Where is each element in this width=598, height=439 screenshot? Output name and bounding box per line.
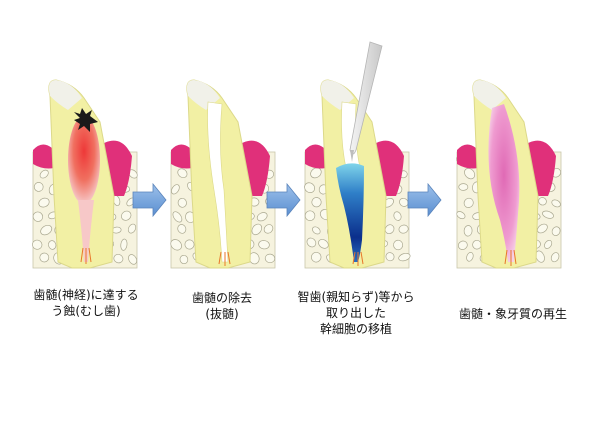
bone-cell	[264, 253, 276, 264]
arrow-step-3-to-4	[407, 182, 442, 218]
inflamed-pulp	[68, 116, 100, 204]
bone-cell	[312, 226, 321, 235]
nerve-root	[80, 247, 92, 264]
bone-cell	[40, 224, 53, 236]
bone-cell	[48, 240, 57, 250]
enamel-cap	[472, 80, 506, 110]
bone-cell	[304, 182, 316, 193]
bone-cell	[256, 212, 268, 222]
bone-cell	[306, 237, 317, 248]
bone-cell	[33, 182, 44, 192]
bone-cell	[128, 254, 138, 265]
empty-canal	[207, 101, 229, 263]
bone-cell	[385, 252, 395, 262]
bone-cell	[463, 197, 474, 208]
bone-cell	[177, 197, 187, 208]
stem-cells-fill	[336, 163, 364, 262]
step-2-pulp-removed	[170, 79, 277, 269]
bone-cell	[318, 239, 329, 249]
bone-cell	[127, 223, 137, 234]
bone-cell	[251, 223, 263, 236]
pulp-canal	[78, 200, 94, 262]
bone-cell	[393, 239, 404, 251]
syringe-icon	[349, 41, 383, 162]
regenerated-pulp	[488, 104, 520, 262]
bone-cell	[551, 199, 561, 208]
bone-cell	[171, 184, 180, 195]
bone-cell	[32, 211, 44, 222]
bone-cell	[456, 211, 466, 220]
bone-cell	[39, 169, 49, 179]
bone-cell	[472, 239, 482, 250]
bone-cell	[311, 197, 322, 208]
bone-cell	[120, 238, 128, 251]
bone-cell	[32, 239, 43, 250]
bone-cell	[113, 253, 124, 264]
bone-cell	[463, 225, 473, 237]
cavity-icon	[74, 108, 98, 132]
bone-cell	[39, 252, 50, 263]
bone-cell	[179, 254, 189, 265]
bone-cell	[384, 224, 395, 235]
bone-cell	[542, 210, 554, 219]
bone-cell	[398, 224, 409, 234]
bone-cell	[170, 239, 183, 251]
caption-step-3: 智歯(親知らず)等から 取り出した 幹細胞の移植	[297, 290, 415, 336]
bone-cell	[466, 251, 474, 262]
step-3-stem-cell-transplant	[304, 41, 411, 269]
bone-cell	[311, 251, 322, 263]
nerve-root	[504, 249, 517, 266]
bone-cell	[177, 224, 187, 234]
bone-cell	[121, 210, 132, 221]
bone-cell	[172, 211, 183, 223]
enamel-cap	[48, 80, 82, 110]
step-4-pulp-regenerated	[456, 79, 562, 269]
bone-cell	[258, 240, 270, 250]
caption-step-2: 歯髄の除去 (抜髄)	[191, 291, 252, 321]
bone-cell	[551, 226, 561, 236]
caption-step-1: 歯髄(神経)に達する う蝕(むし歯)	[33, 288, 139, 318]
bone-cell	[458, 183, 469, 191]
gum-left	[305, 144, 326, 169]
bone-cell	[457, 240, 468, 250]
bone-cell	[398, 252, 411, 262]
bone-cell	[537, 223, 548, 234]
arrow-step-1-to-2	[132, 182, 167, 218]
bone-cell	[538, 197, 547, 206]
nerve-root	[352, 251, 364, 266]
gum-left	[33, 144, 54, 169]
caption-step-4: 歯髄・象牙質の再生	[458, 307, 567, 321]
gum-left	[171, 144, 192, 169]
bone-cell	[544, 239, 553, 249]
bone-cell	[550, 252, 560, 263]
bone-cell	[177, 168, 188, 179]
bone-cell	[310, 167, 322, 179]
bone-cell	[464, 168, 476, 180]
bone-cell	[304, 210, 316, 221]
bone-cell	[38, 197, 50, 208]
bone-cell	[263, 224, 274, 234]
gum-left	[457, 144, 478, 169]
step-1-tooth-caries	[32, 79, 138, 269]
nerve-root	[218, 251, 231, 266]
bone-cell	[184, 239, 195, 250]
bone-cell	[393, 211, 402, 221]
arrow-step-2-to-3	[266, 182, 301, 218]
